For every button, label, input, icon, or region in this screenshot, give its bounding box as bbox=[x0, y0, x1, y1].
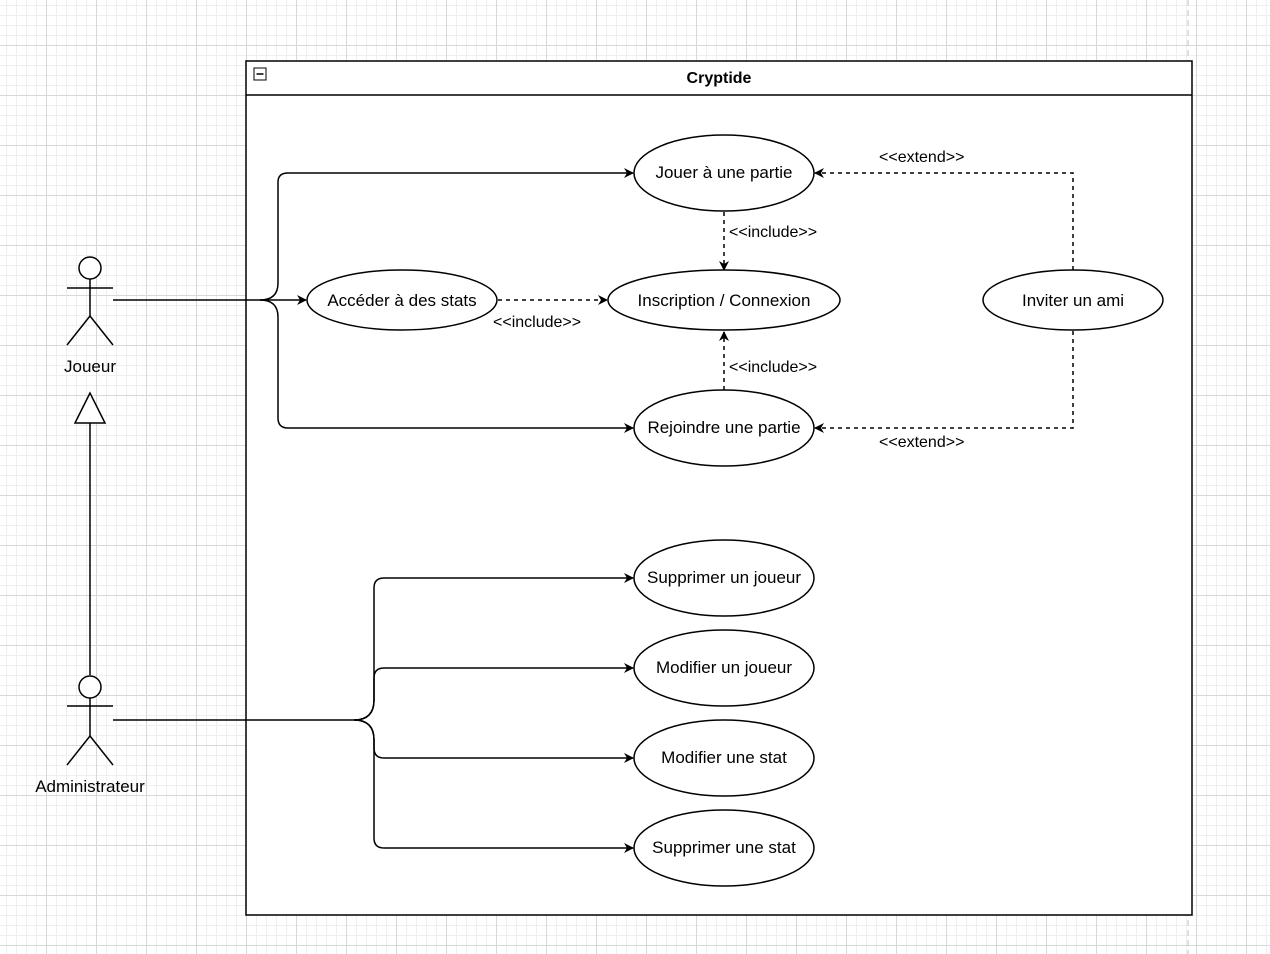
use-case-label: Inviter un ami bbox=[1022, 291, 1124, 310]
include-label-2: <<include>> bbox=[493, 314, 581, 331]
use-case-inscription[interactable]: Inscription / Connexion bbox=[607, 269, 841, 331]
use-case-label: Jouer à une partie bbox=[655, 163, 792, 182]
use-case-label: Rejoindre une partie bbox=[647, 418, 800, 437]
use-case-supprimer-stat[interactable]: Supprimer une stat bbox=[633, 809, 815, 887]
assoc-admin-modifier-joueur bbox=[353, 663, 634, 721]
actor-head-icon bbox=[78, 675, 102, 699]
assoc-admin-supprimer-stat bbox=[353, 719, 634, 853]
extend-label-1: <<extend>> bbox=[879, 149, 964, 166]
actor-joueur-label: Joueur bbox=[64, 357, 116, 376]
assoc-joueur-jouer bbox=[259, 168, 634, 301]
use-case-rejoindre[interactable]: Rejoindre une partie bbox=[633, 389, 815, 467]
use-case-inviter[interactable]: Inviter un ami bbox=[982, 269, 1164, 331]
actor-admin[interactable] bbox=[66, 675, 114, 766]
use-case-label: Modifier une stat bbox=[661, 748, 787, 767]
assoc-joueur-rejoindre bbox=[259, 299, 634, 433]
actor-joueur[interactable] bbox=[66, 256, 114, 346]
use-case-label: Accéder à des stats bbox=[327, 291, 476, 310]
system-title: Cryptide bbox=[687, 70, 752, 87]
minus-box-icon[interactable] bbox=[253, 67, 267, 81]
actor-head-icon bbox=[78, 256, 102, 280]
use-case-stats[interactable]: Accéder à des stats bbox=[306, 269, 498, 331]
actor-admin-label: Administrateur bbox=[35, 777, 145, 796]
use-case-label: Supprimer une stat bbox=[652, 838, 796, 857]
use-case-supprimer-joueur[interactable]: Supprimer un joueur bbox=[633, 539, 815, 617]
include-label-1: <<include>> bbox=[729, 224, 817, 241]
use-case-label: Supprimer un joueur bbox=[647, 568, 801, 587]
generalization-arrow bbox=[73, 391, 107, 675]
extend-inviter-rejoindre bbox=[814, 331, 1074, 433]
use-case-label: Inscription / Connexion bbox=[638, 291, 811, 310]
use-case-label: Modifier un joueur bbox=[656, 658, 792, 677]
use-case-modifier-joueur[interactable]: Modifier un joueur bbox=[633, 629, 815, 707]
extend-inviter-jouer bbox=[814, 168, 1074, 270]
include-label-3: <<include>> bbox=[729, 359, 817, 376]
extend-label-2: <<extend>> bbox=[879, 434, 964, 451]
use-case-modifier-stat[interactable]: Modifier une stat bbox=[633, 719, 815, 797]
use-case-jouer[interactable]: Jouer à une partie bbox=[633, 134, 815, 212]
